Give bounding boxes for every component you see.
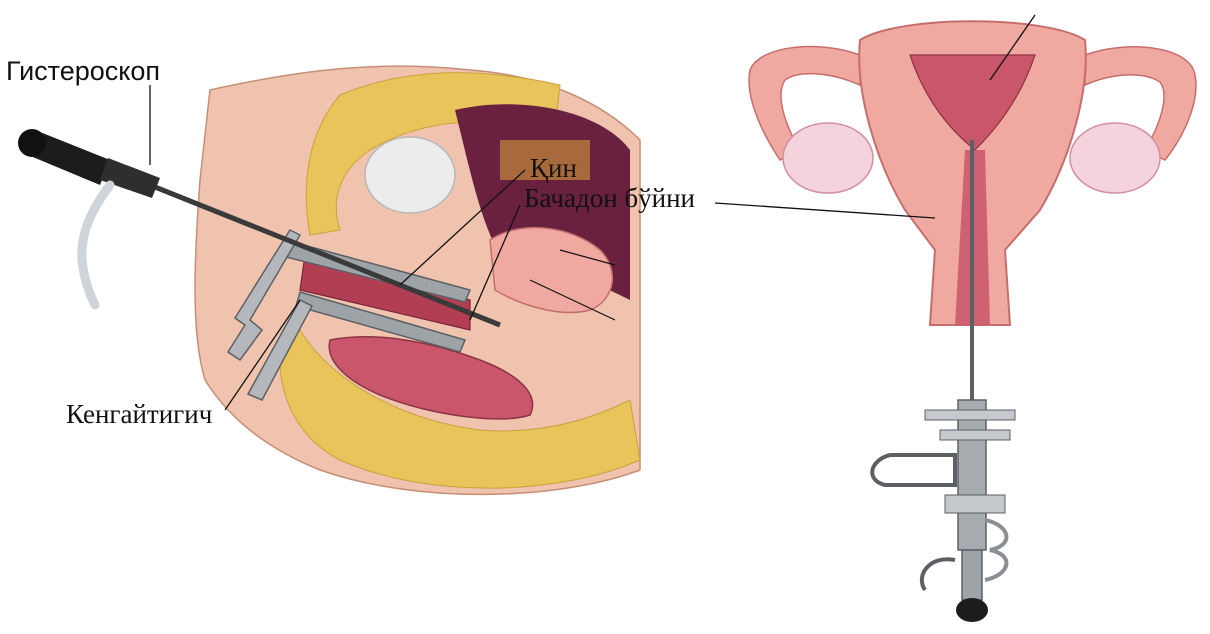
pelvic-section-illustration	[18, 66, 640, 494]
left-ovary	[783, 123, 873, 193]
uterus-frontal-illustration	[715, 15, 1196, 622]
hysteroscope-eyepiece	[18, 129, 160, 198]
right-ovary	[1070, 123, 1160, 193]
hysteroscope-label: Гистероскоп	[6, 58, 160, 85]
speculum-label: Кенгайтигич	[66, 401, 212, 428]
bladder	[365, 137, 455, 213]
vagina-label: Қин	[530, 155, 577, 182]
light-cable	[82, 185, 110, 305]
cervix-label: Бачадон бўйни	[524, 185, 695, 212]
hysteroscope-instrument	[872, 400, 1015, 622]
